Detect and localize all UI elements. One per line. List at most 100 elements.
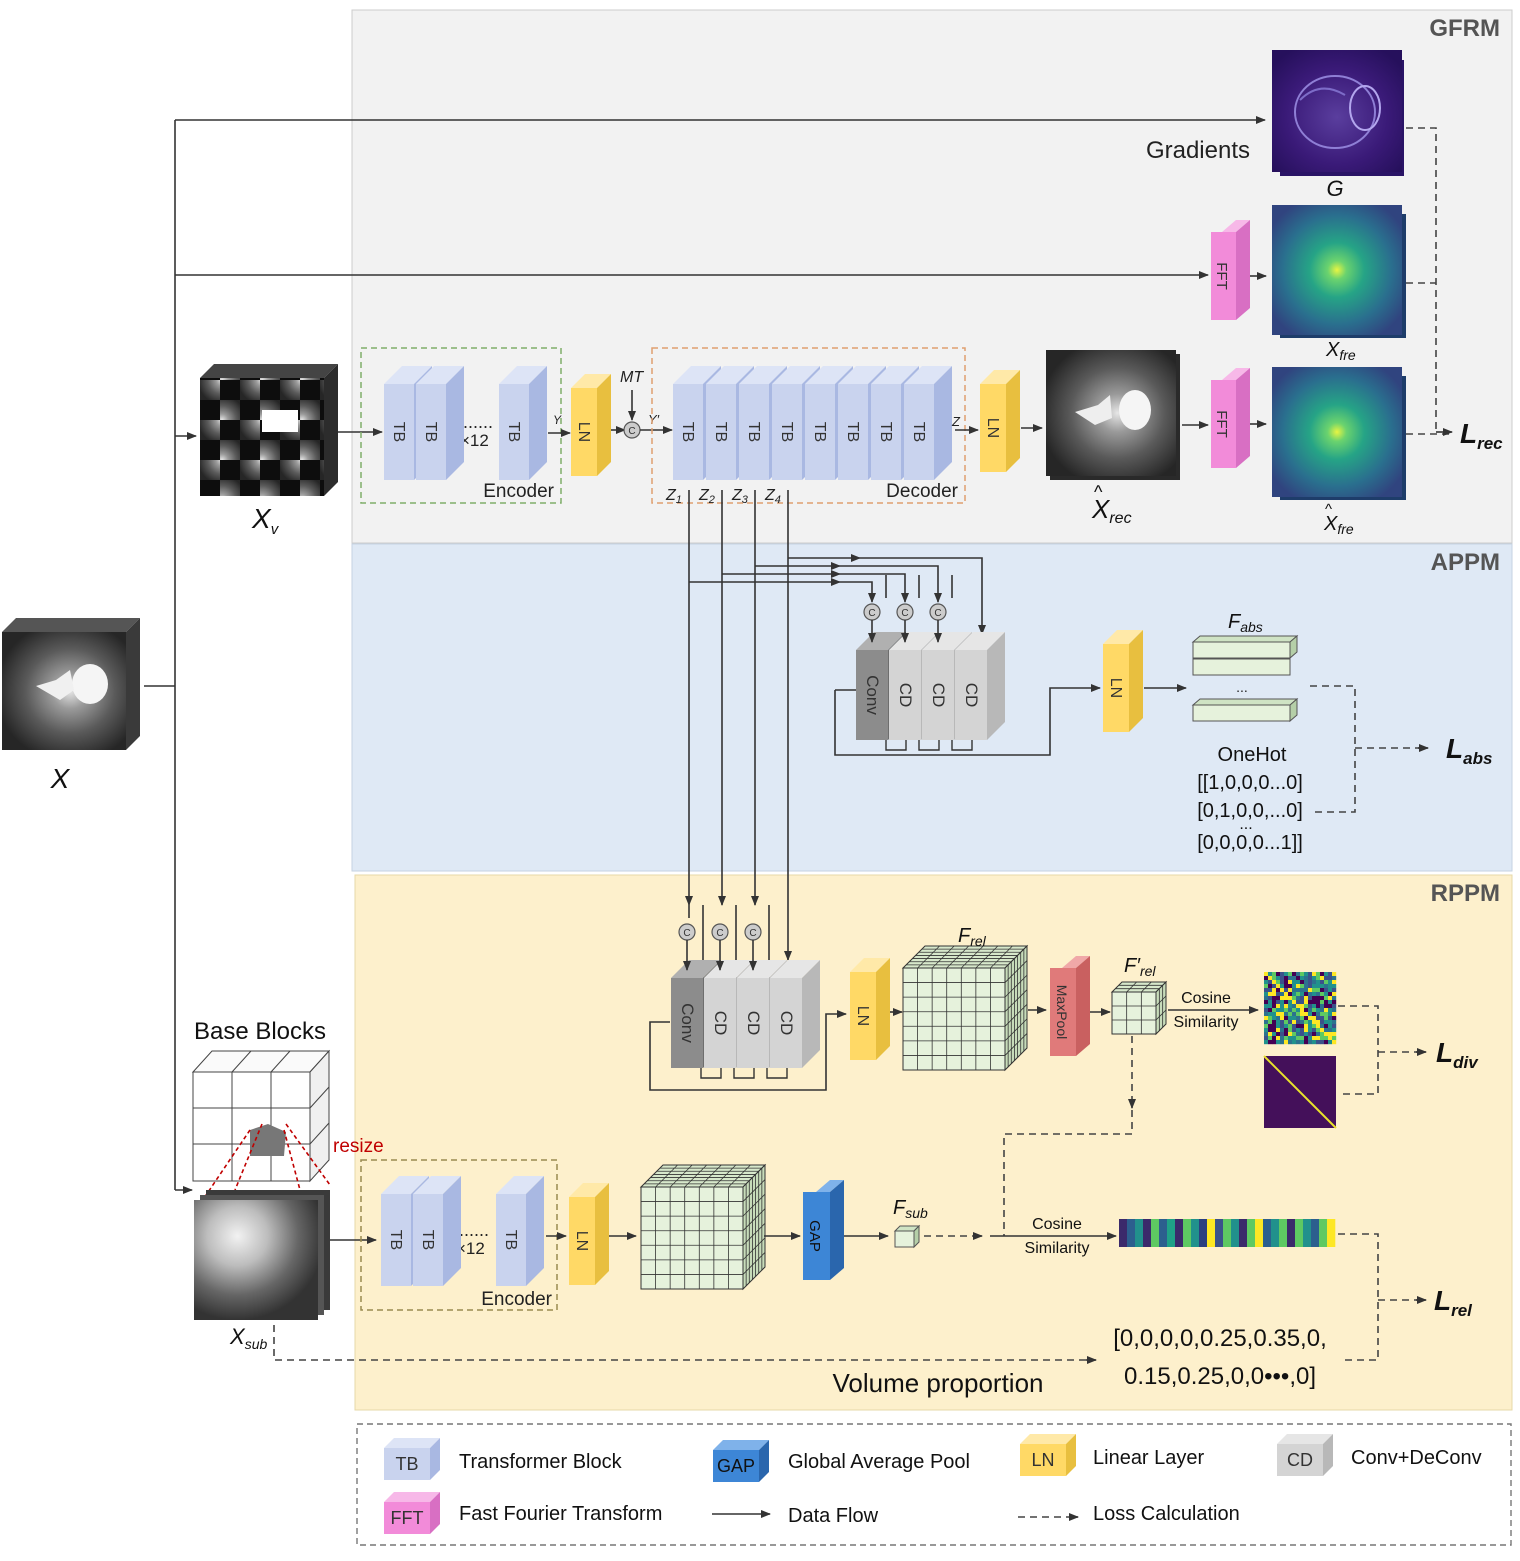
legend-fft-text: Fast Fourier Transform	[459, 1503, 662, 1525]
f-sub-vector: Fsub	[893, 1197, 928, 1249]
svg-text:TB: TB	[422, 422, 439, 442]
base-blocks-label: Base Blocks	[194, 1018, 326, 1045]
ln-block-decoder: LN	[980, 370, 1020, 472]
times12-top: ×12	[460, 431, 489, 450]
l-rec: Lrec	[1460, 418, 1503, 453]
svg-text:Conv: Conv	[678, 1003, 697, 1043]
svg-text:TB: TB	[390, 422, 407, 442]
legend-dataflow-text: Data Flow	[788, 1505, 879, 1527]
encoder-bottom-label: Encoder	[481, 1289, 552, 1310]
gradient-map-g: Gradients G	[1146, 50, 1404, 201]
svg-text:TB: TB	[387, 1230, 404, 1250]
cosine-sim-bottom-1: Cosine	[1032, 1216, 1082, 1233]
onehot-title: OneHot	[1218, 744, 1287, 766]
legend-loss-text: Loss Calculation	[1093, 1503, 1240, 1525]
l-rel: Lrel	[1434, 1285, 1473, 1320]
tb-block: TB	[413, 1176, 461, 1286]
z2-label: Z2	[698, 487, 715, 506]
onehot-row-1: [[1,0,0,0...0]	[1197, 772, 1303, 794]
concat-node: C	[929, 603, 973, 751]
concat-node: C	[744, 923, 788, 1079]
svg-text:C: C	[716, 928, 723, 939]
f-rel-prime-cube	[1110, 980, 1168, 1036]
f-abs-label: Fabs	[1228, 611, 1263, 635]
similarity-matrix	[1264, 972, 1337, 1045]
ln-block: LN	[571, 374, 611, 476]
tb-block: TB	[416, 366, 464, 480]
svg-text:CD: CD	[962, 683, 981, 708]
appm-title: APPM	[1431, 549, 1500, 576]
onehot-dots: ...	[1239, 816, 1252, 833]
l-abs: Labs	[1446, 733, 1492, 768]
y-label: Y	[553, 413, 562, 427]
similarity-vector-bar	[1119, 1219, 1336, 1247]
cosine-sim-top-2: Similarity	[1174, 1014, 1239, 1031]
xrec-label: Xrec	[1091, 494, 1132, 527]
maxpool-label: MaxPool	[1054, 985, 1070, 1039]
ln-block: LN	[1103, 630, 1143, 732]
identity-matrix	[1263, 1055, 1337, 1129]
onehot-row-3: [0,0,0,0...1]]	[1197, 832, 1303, 854]
maxpool-block: MaxPool	[1050, 956, 1090, 1056]
subvolume-xsub: Xsub	[194, 1190, 330, 1352]
xsub-label: Xsub	[229, 1324, 267, 1352]
frequency-map-xhat-fre: Xfre ^	[1272, 367, 1406, 537]
svg-text:TB: TB	[395, 1454, 418, 1474]
onehot-row-2: [0,1,0,0,...0]	[1197, 800, 1303, 822]
gap-block: GAP	[803, 1180, 844, 1280]
svg-text:C: C	[934, 608, 941, 619]
volume-proportion-label: Volume proportion	[832, 1368, 1043, 1398]
svg-text:CD: CD	[711, 1011, 730, 1036]
cosine-sim-top-1: Cosine	[1181, 990, 1231, 1007]
concat-node: C	[678, 923, 722, 1079]
ln-block-top: LN	[571, 374, 611, 476]
decoder: Decoder	[651, 347, 966, 504]
cd-block: CD	[770, 960, 820, 1068]
encoder-top-label: Encoder	[483, 481, 554, 502]
svg-text:LN: LN	[573, 1231, 590, 1251]
proportion-values-2: 0.15,0.25,0,0•••,0]	[1124, 1363, 1316, 1390]
svg-text:CD: CD	[1287, 1450, 1313, 1470]
svg-text:C: C	[683, 928, 690, 939]
ln-block-bottom: LN	[569, 1183, 609, 1285]
x-label: X	[50, 763, 71, 794]
legend-fft-icon: FFT	[384, 1492, 440, 1534]
z4-label: Z4	[764, 487, 781, 506]
times12-bottom: ×12	[456, 1239, 485, 1258]
onehot-block: OneHot [[1,0,0,0...0] [0,1,0,0,...0] ...…	[1197, 744, 1303, 854]
ln-block-rppm: LN	[850, 958, 890, 1060]
svg-text:Conv: Conv	[863, 675, 882, 715]
svg-text:C: C	[868, 608, 875, 619]
legend-gap-text: Global Average Pool	[788, 1451, 970, 1473]
z1-label: Z1	[665, 487, 682, 506]
concat-node: C	[711, 923, 755, 1079]
fft-label-bottom: FFT	[1213, 410, 1230, 438]
tb-block: TB	[499, 366, 547, 480]
f-abs-vectors: ... Fabs	[1191, 611, 1299, 723]
svg-text:C: C	[749, 928, 756, 939]
concat-node: C	[863, 603, 907, 751]
xhat-fre-label: Xfre	[1323, 513, 1354, 537]
svg-text:CD: CD	[777, 1011, 796, 1036]
svg-text:LN: LN	[854, 1006, 871, 1026]
f-rel-label: Frel	[958, 925, 987, 949]
svg-text:TB: TB	[778, 422, 795, 442]
svg-text:C: C	[628, 426, 635, 437]
resize-label: resize	[333, 1136, 384, 1157]
svg-text:LN: LN	[1107, 678, 1124, 698]
svg-text:TB: TB	[910, 422, 927, 442]
svg-text:FFT: FFT	[391, 1508, 424, 1528]
svg-text:LN: LN	[1031, 1450, 1054, 1470]
concat-mt: C	[623, 421, 641, 439]
f-sub-label: Fsub	[893, 1197, 928, 1221]
fft-block-top: FFT	[1211, 220, 1250, 320]
tb-group-top: TB TB TB	[384, 366, 547, 480]
dots-bottom: ......	[459, 1220, 489, 1240]
gfrm-title: GFRM	[1429, 15, 1500, 42]
svg-text:TB: TB	[745, 422, 762, 442]
rppm-title: RPPM	[1431, 880, 1500, 907]
